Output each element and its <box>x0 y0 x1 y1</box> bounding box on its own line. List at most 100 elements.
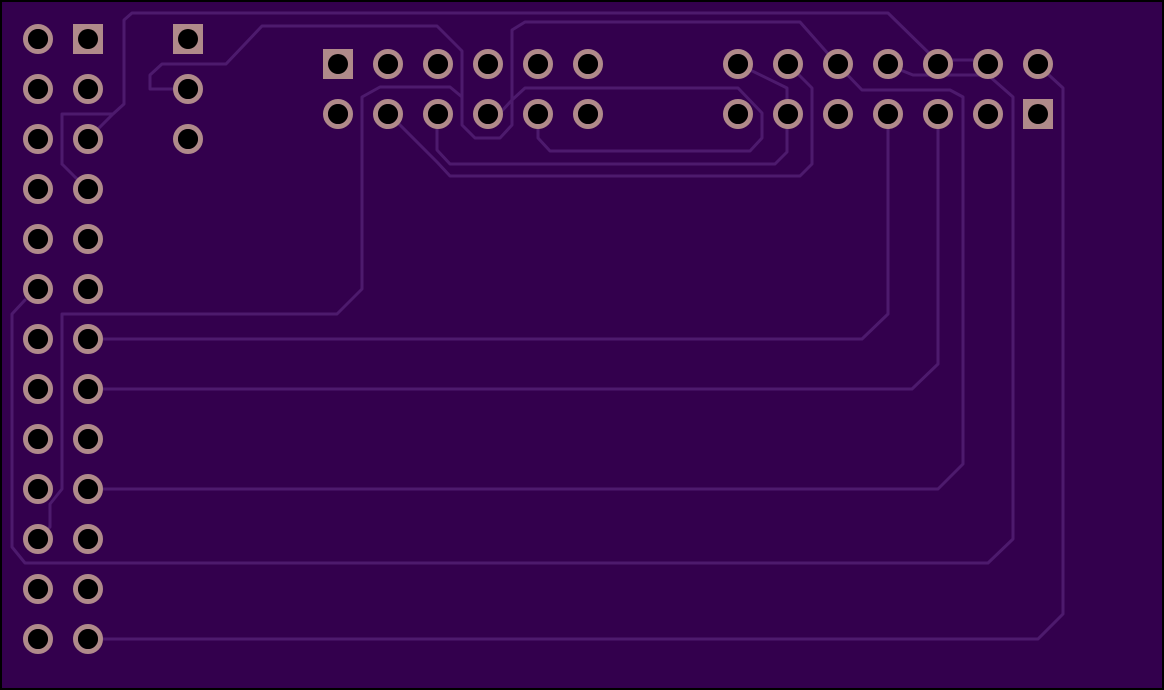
small-header-pad-3 <box>173 124 203 154</box>
left-a-pad-3 <box>23 124 53 154</box>
trace-6 <box>36 20 840 541</box>
left-b-pad-7-ring <box>73 324 103 354</box>
middle-bottom-pad-4-drill <box>478 104 498 124</box>
left-b-pad-11-drill <box>78 529 98 549</box>
middle-bottom-pad-6 <box>573 99 603 129</box>
middle-bottom-pad-2-drill <box>378 104 398 124</box>
left-a-pad-3-ring <box>23 124 53 154</box>
middle-bottom-pad-5-drill <box>528 104 548 124</box>
trace-5 <box>86 63 1065 641</box>
left-a-pad-9-ring <box>23 424 53 454</box>
left-a-pad-5 <box>23 224 53 254</box>
middle-top-pad-3-drill <box>428 54 448 74</box>
left-a-pad-12-drill <box>28 579 48 599</box>
left-a-pad-12-ring <box>23 574 53 604</box>
middle-bottom-pad-5-ring <box>523 99 553 129</box>
middle-top-pad-3 <box>423 49 453 79</box>
left-b-pad-11 <box>73 524 103 554</box>
left-a-pad-13 <box>23 624 53 654</box>
left-b-pad-5-drill <box>78 229 98 249</box>
left-b-pad-7 <box>73 324 103 354</box>
right-bottom-pad-4-ring <box>873 99 903 129</box>
trace-4 <box>86 63 965 491</box>
left-a-pad-4-drill <box>28 179 48 199</box>
right-top-pad-7-drill <box>1028 54 1048 74</box>
small-header-pad-2-drill <box>178 79 198 99</box>
right-bottom-pad-2-drill <box>778 104 798 124</box>
right-top-pad-2 <box>773 49 803 79</box>
middle-top-pad-6-ring <box>573 49 603 79</box>
middle-bottom-pad-4-ring <box>473 99 503 129</box>
left-a-pad-1 <box>23 24 53 54</box>
right-bottom-pad-5-ring <box>923 99 953 129</box>
left-a-pad-1-ring <box>23 24 53 54</box>
left-a-pad-13-ring <box>23 624 53 654</box>
left-b-pad-13 <box>73 624 103 654</box>
right-bottom-pad-5 <box>923 99 953 129</box>
left-b-pad-8-drill <box>78 379 98 399</box>
left-b-pad-13-drill <box>78 629 98 649</box>
left-a-pad-12 <box>23 574 53 604</box>
trace-9 <box>435 62 789 166</box>
left-b-pad-12 <box>73 574 103 604</box>
middle-bottom-pad-1 <box>323 99 353 129</box>
trace-13 <box>148 24 464 116</box>
middle-bottom-pad-4 <box>473 99 503 129</box>
left-a-pad-11-ring <box>23 524 53 554</box>
left-a-pad-5-drill <box>28 229 48 249</box>
left-a-pad-2-drill <box>28 79 48 99</box>
right-top-pad-5 <box>923 49 953 79</box>
right-bottom-pad-1-ring <box>723 99 753 129</box>
middle-top-pad-2 <box>373 49 403 79</box>
left-b-pad-13-ring <box>73 624 103 654</box>
middle-bottom-pad-2 <box>373 99 403 129</box>
left-a-pad-2 <box>23 74 53 104</box>
right-bottom-pad-4-drill <box>878 104 898 124</box>
trace-1 <box>86 11 990 141</box>
left-a-pad-8-ring <box>23 374 53 404</box>
left-b-pad-6-drill <box>78 279 98 299</box>
right-bottom-pad-6 <box>973 99 1003 129</box>
left-a-pad-9 <box>23 424 53 454</box>
small-header-pad-2-ring <box>173 74 203 104</box>
right-top-pad-4-ring <box>873 49 903 79</box>
middle-top-pad-4 <box>473 49 503 79</box>
left-b-pad-1 <box>73 24 103 54</box>
middle-top-pad-1 <box>323 49 353 79</box>
small-header-pad-2 <box>173 74 203 104</box>
left-a-pad-11 <box>23 524 53 554</box>
left-a-pad-6 <box>23 274 53 304</box>
left-b-pad-2 <box>73 74 103 104</box>
right-top-pad-1-ring <box>723 49 753 79</box>
left-b-pad-4-drill <box>78 179 98 199</box>
trace-2 <box>86 111 890 341</box>
middle-bottom-pad-1-ring <box>323 99 353 129</box>
middle-bottom-pad-3 <box>423 99 453 129</box>
right-bottom-pad-3-drill <box>828 104 848 124</box>
right-bottom-pad-4 <box>873 99 903 129</box>
small-header-pad-3-drill <box>178 129 198 149</box>
left-a-pad-9-drill <box>28 429 48 449</box>
right-bottom-pad-6-drill <box>978 104 998 124</box>
left-b-pad-9-ring <box>73 424 103 454</box>
left-b-pad-2-ring <box>73 74 103 104</box>
right-top-pad-6-drill <box>978 54 998 74</box>
left-a-pad-13-drill <box>28 629 48 649</box>
left-b-pad-4 <box>73 174 103 204</box>
trace-8 <box>386 62 814 178</box>
left-b-pad-8 <box>73 374 103 404</box>
middle-bottom-pad-5 <box>523 99 553 129</box>
right-top-pad-4 <box>873 49 903 79</box>
left-a-pad-4 <box>23 174 53 204</box>
middle-top-pad-5 <box>523 49 553 79</box>
left-a-pad-7 <box>23 324 53 354</box>
left-b-pad-2-drill <box>78 79 98 99</box>
right-bottom-pad-1 <box>723 99 753 129</box>
left-b-pad-10-ring <box>73 474 103 504</box>
middle-top-pad-2-drill <box>378 54 398 74</box>
left-a-pad-7-ring <box>23 324 53 354</box>
right-top-pad-5-drill <box>928 54 948 74</box>
left-b-pad-7-drill <box>78 329 98 349</box>
left-a-pad-11-drill <box>28 529 48 549</box>
right-top-pad-2-drill <box>778 54 798 74</box>
